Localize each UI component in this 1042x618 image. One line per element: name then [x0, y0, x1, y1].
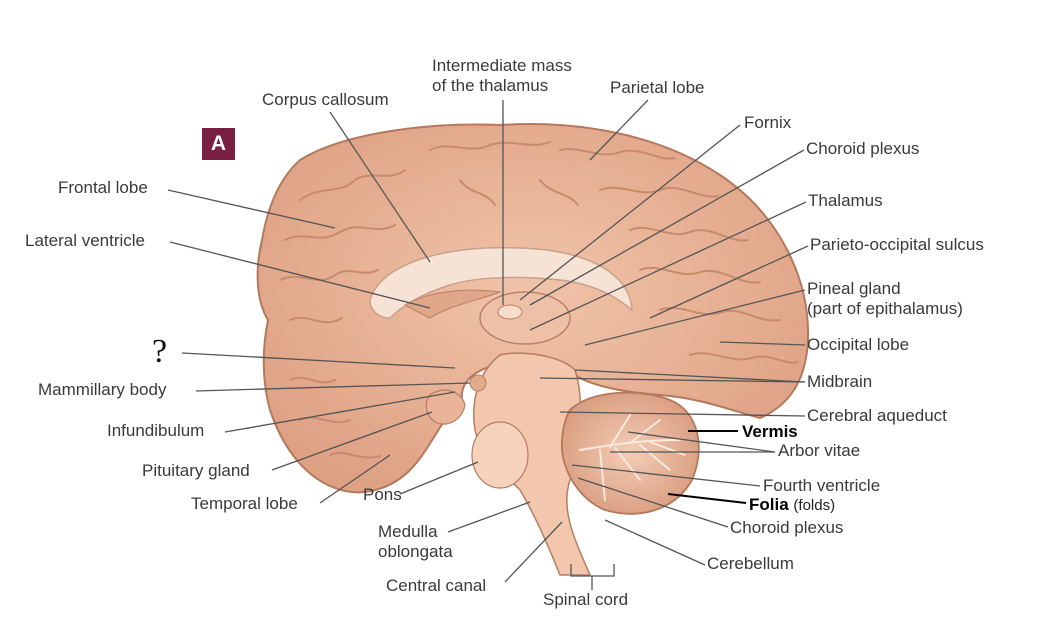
label-intermediate-mass-line1: Intermediate mass	[432, 56, 572, 75]
label-medulla-line1: Medulla	[378, 522, 438, 541]
label-fornix: Fornix	[744, 113, 792, 132]
intermediate-mass-shape	[497, 304, 523, 320]
label-folia: Folia (folds)	[749, 495, 835, 516]
label-arbor-vitae: Arbor vitae	[778, 441, 861, 460]
panel-letter-badge: A	[202, 128, 235, 160]
label-parietal-lobe: Parietal lobe	[610, 78, 705, 97]
label-fourth-ventricle: Fourth ventricle	[763, 476, 881, 495]
label-spinal-cord: Spinal cord	[543, 590, 629, 609]
label-choroid-plexus-upper: Choroid plexus	[806, 139, 920, 158]
label-occipital-lobe: Occipital lobe	[807, 335, 910, 354]
unknown-structure-marker: ?	[152, 333, 168, 370]
label-vermis: Vermis	[742, 422, 798, 442]
pituitary-shape	[425, 389, 466, 425]
label-mammillary-body: Mammillary body	[38, 380, 167, 399]
label-temporal-lobe: Temporal lobe	[191, 494, 298, 513]
label-midbrain: Midbrain	[807, 372, 873, 391]
label-thalamus: Thalamus	[808, 191, 883, 210]
label-medulla-oblongata: Medulla oblongata	[378, 522, 453, 562]
label-folia-text: Folia	[749, 495, 789, 514]
label-folia-note: (folds)	[793, 497, 836, 514]
label-pineal-gland: Pineal gland (part of epithalamus)	[807, 279, 963, 319]
mammillary-shape	[469, 374, 487, 392]
label-pineal-gland-line1: Pineal gland	[807, 279, 901, 298]
label-cerebellum: Cerebellum	[707, 554, 794, 573]
thalamus-shape	[479, 291, 571, 345]
label-choroid-plexus-lower: Choroid plexus	[730, 518, 844, 537]
label-pituitary-gland: Pituitary gland	[142, 461, 250, 480]
label-frontal-lobe: Frontal lobe	[58, 178, 148, 197]
label-vermis-text: Vermis	[742, 422, 798, 441]
label-lateral-ventricle: Lateral ventricle	[25, 231, 146, 250]
label-infundibulum: Infundibulum	[107, 421, 205, 440]
label-central-canal: Central canal	[386, 576, 487, 595]
label-intermediate-mass: Intermediate mass of the thalamus	[432, 56, 572, 96]
label-corpus-callosum: Corpus callosum	[262, 90, 389, 109]
label-cerebral-aqueduct: Cerebral aqueduct	[807, 406, 947, 425]
label-pineal-gland-line2: (part of epithalamus)	[807, 299, 963, 318]
label-medulla-line2: oblongata	[378, 542, 453, 561]
label-pons: Pons	[363, 485, 402, 504]
label-parieto-occipital-sulcus: Parieto-occipital sulcus	[810, 235, 984, 254]
pons-shape	[471, 421, 529, 489]
label-intermediate-mass-line2: of the thalamus	[432, 76, 549, 95]
